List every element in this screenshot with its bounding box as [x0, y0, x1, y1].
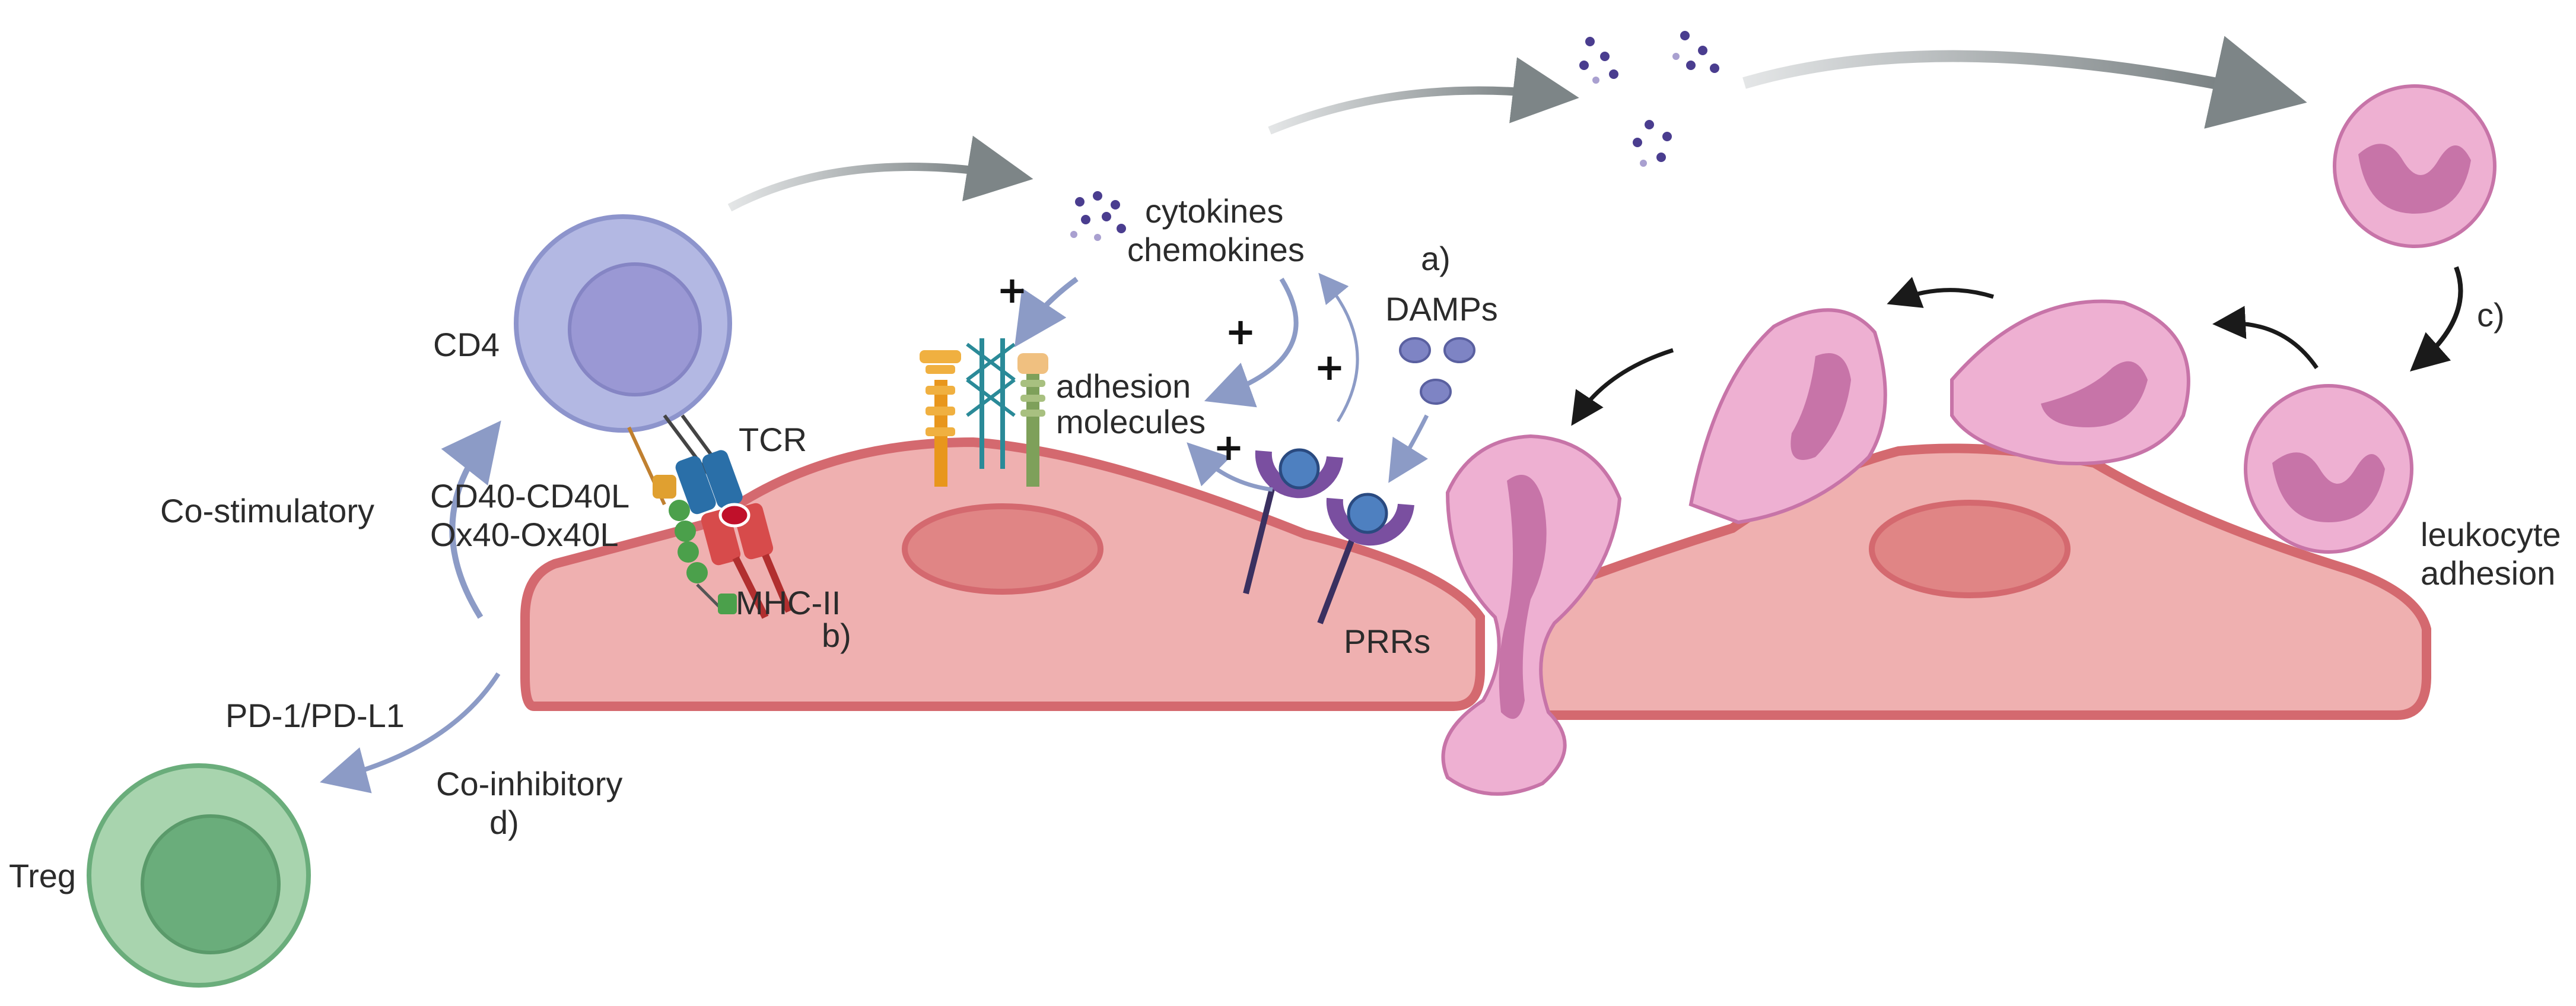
leukocyte-spreading	[1950, 299, 2190, 465]
cd4-label: CD4	[433, 326, 500, 363]
gray-arrow-1	[727, 135, 1033, 212]
coinhib-label: Co-inhibitory	[436, 765, 622, 802]
leukocyte-rolling	[2244, 384, 2413, 554]
black-arrow-4	[1571, 348, 1674, 426]
prr-to-adhesion-arrow	[1187, 442, 1273, 492]
leukocyte-transmigrating	[1441, 434, 1622, 796]
c-label: c)	[2477, 296, 2505, 334]
coinhib-arrow	[320, 672, 501, 794]
a-label: a)	[1421, 240, 1451, 277]
black-arrow-3	[1887, 277, 1995, 308]
molecules-label: molecules	[1056, 403, 1206, 440]
pd1-label: PD-1/PD-L1	[225, 697, 405, 734]
leukocyte-crawling	[1688, 308, 1887, 525]
adhesion-label: adhesion	[1056, 367, 1191, 405]
cd4-nucleus	[568, 262, 702, 396]
mhc-label: MHC-II	[736, 584, 841, 621]
black-arrow-2	[2212, 306, 2319, 369]
plus-sign-3: +	[1314, 345, 1345, 389]
leukocyte-label: leukocyte	[2421, 516, 2561, 553]
cytokines-label: cytokines	[1145, 192, 1283, 230]
tcr-mhc-complex	[627, 414, 793, 619]
cytokine-to-adhesion-arrow	[1015, 277, 1079, 347]
treg-label: Treg	[9, 857, 76, 894]
tcr-label: TCR	[739, 421, 807, 458]
ox40-label: Ox40-Ox40L	[430, 516, 619, 553]
damp-to-prr-arrow	[1388, 414, 1429, 483]
nucleus-left	[902, 503, 1103, 595]
cytokine-cluster-2	[1579, 31, 1719, 167]
b-label: b)	[822, 617, 851, 654]
gray-arrow-2	[1268, 57, 1579, 135]
leukocyte-adhesion-label: adhesion	[2421, 554, 2555, 592]
cd40-label: CD40-CD40L	[430, 477, 629, 515]
adhesion-molecules-icon	[920, 338, 1048, 487]
cytokine-cluster-1	[1070, 191, 1126, 241]
plus-sign-4: +	[1213, 426, 1244, 469]
nucleus-right	[1869, 500, 2071, 598]
damps-icon	[1399, 337, 1475, 405]
prr-receptors-icon	[1243, 448, 1414, 624]
treg-nucleus	[141, 814, 281, 954]
leukocyte-circulating	[2333, 84, 2497, 248]
costim-arrow	[441, 420, 501, 619]
black-arrow-c	[2410, 266, 2463, 372]
gray-arrow-3	[1742, 36, 2307, 129]
d-label: d)	[489, 804, 519, 841]
chemokine-to-adhesion-arrow	[1204, 277, 1299, 408]
prrs-label: PRRs	[1344, 623, 1430, 660]
damps-label: DAMPs	[1385, 290, 1498, 328]
costim-label: Co-stimulatory	[160, 492, 374, 529]
chemokines-label: chemokines	[1127, 231, 1305, 268]
plus-sign-2: +	[1225, 310, 1256, 353]
prr-to-cytokine-arrow	[1318, 272, 1359, 423]
plus-sign-1: +	[997, 268, 1028, 312]
